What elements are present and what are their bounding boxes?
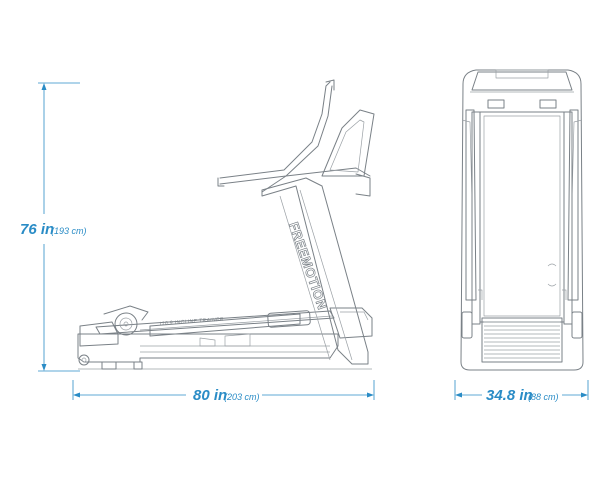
transport-wheel-hub	[81, 357, 87, 363]
height-value: 76 in	[20, 221, 54, 238]
width-arrow-right	[581, 392, 588, 398]
handrail	[219, 81, 331, 179]
top-left-rail-line	[461, 119, 473, 201]
top-right-roller-cap	[571, 311, 583, 339]
incline-actuator	[267, 310, 311, 328]
top-belt-surface	[479, 111, 565, 323]
model-label: t10.9 INCLINE TRAINER	[160, 317, 224, 327]
rear-roller	[114, 312, 138, 336]
incline-bracket-2	[224, 333, 251, 347]
top-right-rail-line	[571, 119, 583, 201]
length-value: 80 in	[193, 387, 227, 404]
top-console-display	[495, 69, 549, 79]
height-dimension: 76 in (193 cm)	[20, 82, 87, 372]
handrail-end	[217, 177, 225, 187]
belt-mark-2	[547, 283, 557, 287]
console	[321, 109, 375, 177]
top-right-handrail	[567, 109, 579, 301]
console-screen	[329, 119, 365, 173]
rear-roller-axle	[123, 321, 129, 327]
upright-column	[261, 177, 369, 365]
height-metric: (193 cm)	[51, 226, 87, 236]
treadmill-top-view	[460, 69, 584, 371]
width-value: 34.8 in	[486, 387, 533, 404]
length-dimension: 80 in (203 cm)	[72, 380, 375, 404]
top-console-left-button	[487, 99, 505, 109]
incline-bracket	[199, 337, 216, 347]
top-outer-frame	[460, 69, 584, 371]
top-console-right-button	[539, 99, 557, 109]
top-left-roller-cap	[461, 311, 473, 339]
belt-mark	[547, 263, 557, 267]
transport-wheel	[78, 354, 90, 366]
width-dimension: 34.8 in (88 cm)	[454, 380, 589, 404]
top-belt-inner	[483, 115, 561, 317]
side-rail	[149, 313, 301, 337]
height-arrow-bottom	[41, 364, 47, 371]
belt-mark-4	[562, 289, 567, 300]
console-arm	[261, 167, 371, 193]
top-left-handrail	[465, 109, 477, 301]
top-console	[471, 71, 573, 91]
handrail-inner	[219, 85, 333, 185]
treadmill-side-view: t10.9 INCLINE TRAINER FREEMOTION	[77, 79, 375, 370]
height-arrow-top	[41, 83, 47, 90]
rear-roller-hub	[119, 317, 133, 331]
length-arrow-right	[367, 392, 374, 398]
base-frame	[77, 333, 339, 363]
motor-hood-line	[340, 311, 369, 321]
upright-column-inner-line-2	[299, 189, 353, 361]
running-deck	[95, 310, 335, 335]
top-left-footrail	[471, 111, 481, 325]
top-rear-deck	[481, 317, 563, 363]
console-base	[355, 173, 371, 197]
rear-cover	[103, 305, 149, 321]
upright-column-inner-line	[279, 195, 331, 361]
rear-foot	[101, 361, 117, 370]
belt-mark-3	[478, 289, 483, 300]
motor-hood	[329, 307, 373, 339]
handrail-top	[325, 79, 335, 91]
width-arrow-left	[455, 392, 462, 398]
top-right-footrail	[563, 111, 573, 325]
width-metric: (88 cm)	[528, 392, 559, 402]
rear-roller-housing	[79, 321, 119, 347]
rear-foot-2	[133, 361, 143, 370]
length-arrow-left	[73, 392, 80, 398]
length-metric: (203 cm)	[224, 392, 260, 402]
